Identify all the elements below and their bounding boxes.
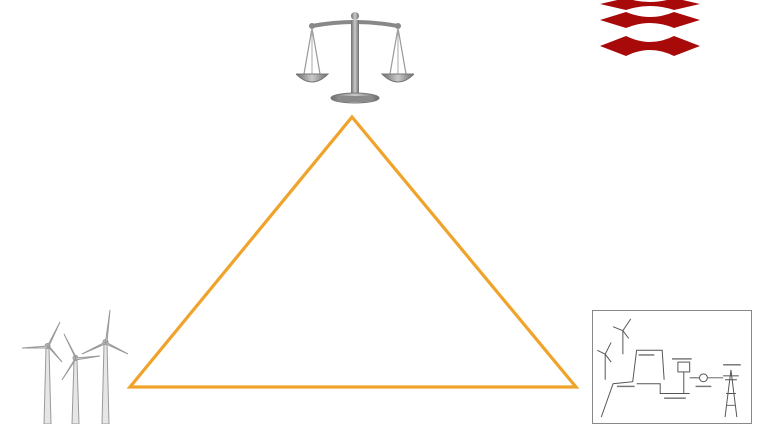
wind-turbines-icon xyxy=(18,304,134,424)
balance-scales-icon xyxy=(296,10,414,108)
brand-logo xyxy=(596,0,704,62)
triangle-outline xyxy=(130,117,576,387)
wind-power-schematic-icon xyxy=(592,310,752,424)
